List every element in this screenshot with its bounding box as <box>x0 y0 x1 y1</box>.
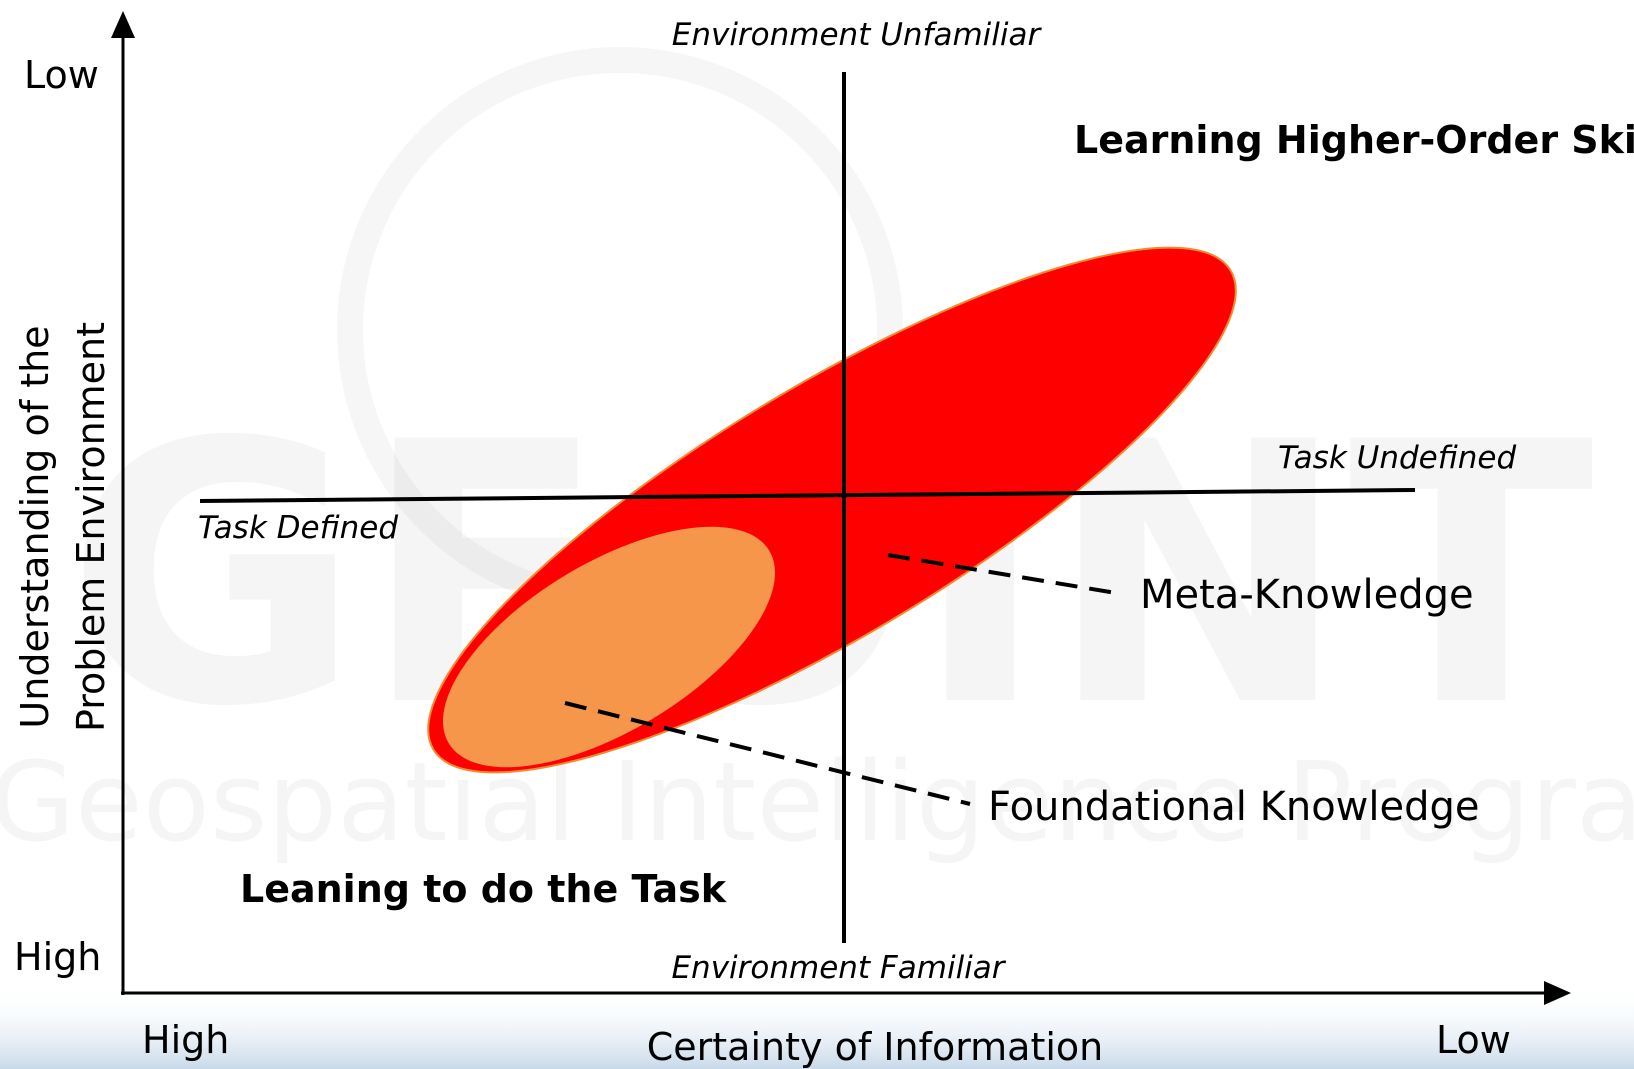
environment-familiar-label: Environment Familiar <box>671 950 1006 986</box>
foundational-knowledge-ellipse <box>442 526 776 768</box>
x-axis-high-label: High <box>142 1018 229 1062</box>
y-axis-low-label: Low <box>24 53 99 97</box>
y-axis-title-line1: Understanding of the <box>13 325 57 728</box>
y-axis-title: Understanding of the Problem Environment <box>13 322 113 732</box>
foundational-knowledge-leader <box>564 701 971 806</box>
y-axis-high-label: High <box>14 935 101 979</box>
learning-task-label: Leaning to do the Task <box>240 867 727 911</box>
meta-knowledge-leader <box>887 553 1123 596</box>
x-axis-title: Certainty of Information <box>647 1025 1104 1069</box>
task-line <box>199 488 1416 503</box>
foundational-knowledge-label: Foundational Knowledge <box>988 784 1480 830</box>
task-defined-label: Task Defined <box>198 510 398 546</box>
environment-unfamiliar-label: Environment Unfamiliar <box>672 17 1043 53</box>
x-axis-low-label: Low <box>1436 1018 1511 1062</box>
y-axis-title-line2: Problem Environment <box>69 322 113 732</box>
task-undefined-label: Task Undefined <box>1278 440 1516 476</box>
meta-knowledge-label: Meta-Knowledge <box>1140 572 1474 618</box>
bottom-band <box>0 985 1634 1069</box>
higher-order-skills-label: Learning Higher-Order Skills <box>1074 118 1634 162</box>
